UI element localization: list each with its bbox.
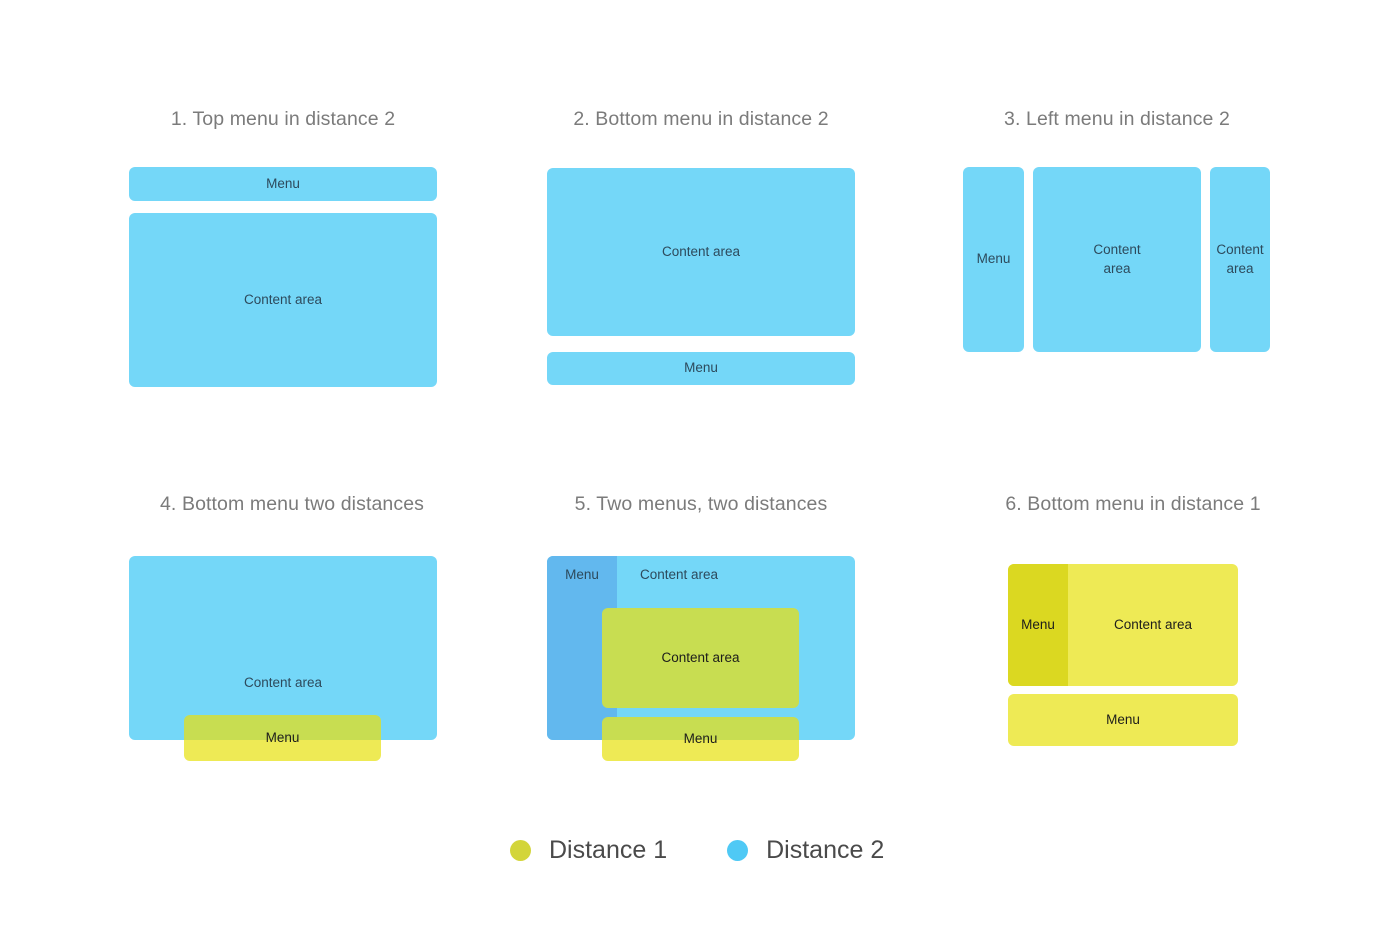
panel-3-content-area-main[interactable]: Content area xyxy=(1033,167,1201,352)
panel-3-content-area-side[interactable]: Content area xyxy=(1210,167,1270,352)
panel-6-menu-bar[interactable]: Menu xyxy=(1008,694,1238,746)
panel-2-content-label: Content area xyxy=(661,243,741,259)
panel-1-content-area[interactable]: Content area xyxy=(129,213,437,387)
panel-4-menu-overlap-slice xyxy=(184,715,381,740)
panel-5-title: 5. Two menus, two distances xyxy=(574,493,828,515)
panel-4-menu-label: Menu xyxy=(265,729,300,745)
panel-4-menu-bar[interactable]: Menu xyxy=(184,715,381,761)
distance-1-label: Distance 1 xyxy=(549,836,668,864)
panel-6-menu-label: Menu xyxy=(1106,711,1140,727)
panel-5-content-inner-label: Content area xyxy=(661,649,740,665)
panel-4-content-area[interactable]: Content area xyxy=(129,556,437,740)
distance-1-color-dot xyxy=(510,840,531,861)
panel-4-content-label: Content area xyxy=(243,674,323,690)
panel-2-menu-label: Menu xyxy=(684,360,718,376)
distance-2-color-dot xyxy=(727,840,749,861)
panel-4-menu-plain-slice xyxy=(184,740,381,761)
panel-6-menu-column-label: Menu xyxy=(1021,616,1055,632)
panel-3-menu-label: Menu xyxy=(976,251,1011,267)
panel-5-menu-label: Menu xyxy=(683,730,718,746)
panel-2-menu-bar[interactable]: Menu xyxy=(547,352,855,385)
legend-item-distance-1: Distance 1 xyxy=(510,836,667,865)
panel-5-menu-column-label: Menu xyxy=(565,567,599,582)
panel-5-content-area-inner[interactable]: Content area xyxy=(602,608,799,708)
panel-2-content-area[interactable]: Content area xyxy=(547,168,855,336)
panel-1-menu-label: Menu xyxy=(266,175,300,191)
distance-2-label: Distance 2 xyxy=(766,836,885,864)
panel-1-content-label: Content area xyxy=(243,291,323,307)
panel-5-menu-overlap-slice xyxy=(602,717,799,740)
panel-1-menu-bar[interactable]: Menu xyxy=(129,167,437,201)
panel-3-menu-column[interactable]: Menu xyxy=(963,167,1024,352)
panel-3-title: 3. Left menu in distance 2 xyxy=(1004,108,1230,130)
legend: Distance 1 Distance 2 xyxy=(510,836,884,865)
panel-5-menu-bar[interactable]: Menu xyxy=(602,717,799,761)
panel-3-content-side-label: Content area xyxy=(1216,242,1264,276)
panel-4-title: 4. Bottom menu two distances xyxy=(159,493,425,515)
panel-3-content-main-label: Content area xyxy=(1093,242,1141,276)
panel-6-menu-column[interactable]: Menu xyxy=(1008,564,1068,686)
legend-item-distance-2: Distance 2 xyxy=(727,836,884,865)
panel-5-content-outer-label: Content area xyxy=(640,567,719,582)
panel-1-title: 1. Top menu in distance 2 xyxy=(170,108,396,130)
panel-5-menu-plain-slice xyxy=(602,740,799,761)
panel-6-content-label: Content area xyxy=(1113,616,1193,632)
panel-2-title: 2. Bottom menu in distance 2 xyxy=(573,108,829,130)
panel-4-menu-label-wrap: Menu xyxy=(184,715,381,761)
panel-5-menu-label-wrap: Menu xyxy=(602,717,799,761)
panel-6-title: 6. Bottom menu in distance 1 xyxy=(1005,493,1261,515)
